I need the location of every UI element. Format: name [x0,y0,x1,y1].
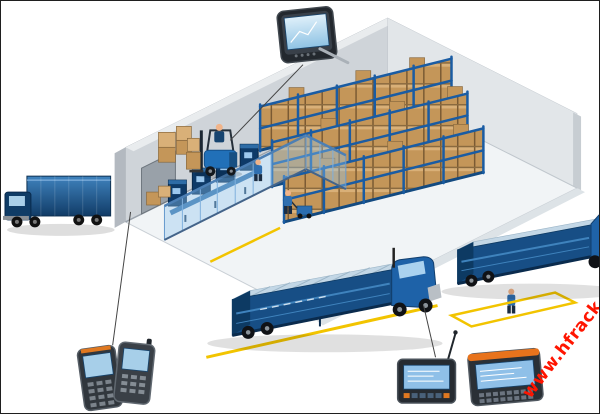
tractor-cab [391,247,442,317]
terminal-keys [403,393,450,399]
connector-handheld [112,211,132,346]
antenna [446,333,457,362]
pallet-racks [258,55,485,225]
connector-tablet [229,64,304,141]
pallet-rack-row-front [282,124,485,225]
worker [254,159,263,182]
terminal-keys [478,388,534,404]
grille [427,283,442,302]
stylus [318,47,350,65]
handheld-terminal-2 [113,338,156,405]
box-truck-left [2,175,115,236]
semi-truck-1 [207,247,443,353]
tractor-cab [590,214,599,259]
corner-pillar [573,112,582,191]
handheld-screen [82,351,114,379]
windshield [8,196,25,207]
worker [284,190,293,214]
windshield [397,260,426,279]
terminal-screen [403,364,450,390]
handheld-terminal-1 [76,344,123,412]
conveyor [169,167,262,222]
handheld-screen [121,347,151,373]
stacked-boxes [146,126,192,206]
driver-head [215,123,223,131]
watermark-text: www.hfrack.com [518,259,599,402]
semi-truck-2 [441,214,599,300]
forklift [186,123,243,179]
back-right-wall [387,17,582,191]
vehicle-mount-terminal-2 [467,347,544,407]
pallet-jack [289,199,313,219]
connector-terminal [423,305,437,358]
rugged-tablet [276,6,338,64]
connector-lines [112,64,437,358]
vehicle-mount-terminal-1 [396,330,458,404]
tablet-screen [283,13,330,51]
